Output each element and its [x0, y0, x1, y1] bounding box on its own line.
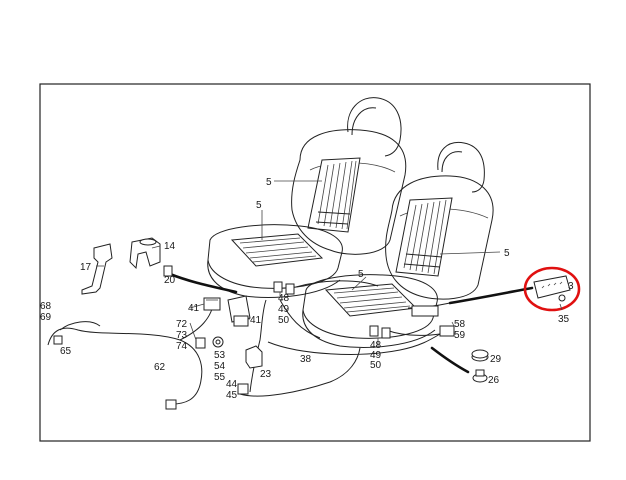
- callout-49b: 49: [370, 350, 382, 361]
- callout-35: 35: [558, 314, 570, 325]
- callout-58: 58: [454, 319, 466, 330]
- connector-44-45: [237, 383, 249, 395]
- callout-49a: 49: [278, 304, 290, 315]
- diagram-frame: [39, 83, 591, 442]
- highlight-circle: [523, 266, 581, 312]
- callout-38: 38: [300, 354, 312, 365]
- callout-14: 14: [164, 241, 176, 252]
- callout-44: 44: [226, 379, 238, 390]
- callout-17: 17: [80, 262, 92, 273]
- callout-73: 73: [176, 330, 188, 341]
- connector-62: [165, 399, 177, 410]
- plug-20: [163, 265, 173, 277]
- leader-lines: [96, 180, 563, 359]
- backrest-heater-right: [395, 197, 453, 277]
- right-seat: [302, 141, 494, 348]
- callout-65: 65: [60, 346, 72, 357]
- callout-41a: 41: [188, 303, 200, 314]
- callout-41b: 41: [250, 315, 262, 326]
- callout-5a: 5: [266, 177, 272, 188]
- part-29: [471, 349, 489, 362]
- switch-3: [533, 275, 571, 302]
- connector-seat-right: [411, 305, 439, 317]
- cushion-heater-right: [324, 283, 418, 317]
- callout-5d: 5: [504, 248, 510, 259]
- connector-72-74: [195, 337, 206, 349]
- callout-69: 69: [40, 312, 52, 323]
- callout-labels: 5 5 5 5 14 17 20 68 69 65 41 41 48 49 50…: [40, 177, 574, 401]
- backrest-heater-left: [307, 157, 361, 233]
- callout-5c: 5: [358, 269, 364, 280]
- callout-29: 29: [490, 354, 502, 365]
- callout-45: 45: [226, 390, 238, 401]
- callout-48b: 48: [370, 340, 382, 351]
- callout-53: 53: [214, 350, 226, 361]
- callout-74: 74: [176, 341, 188, 352]
- bracket-14: [129, 237, 161, 270]
- connector-53-55: [212, 336, 224, 348]
- callout-72: 72: [176, 319, 188, 330]
- callout-54: 54: [214, 361, 226, 372]
- wiring-harness: [47, 272, 534, 405]
- connector-48-50-left: [273, 281, 295, 295]
- callout-26: 26: [488, 375, 500, 386]
- connector-41-upper: [203, 297, 221, 311]
- callout-68: 68: [40, 301, 52, 312]
- callout-55: 55: [214, 372, 226, 383]
- connector-58-59: [439, 325, 455, 337]
- callout-20: 20: [164, 275, 176, 286]
- callout-50b: 50: [370, 360, 382, 371]
- callout-5b: 5: [256, 200, 262, 211]
- callout-59: 59: [454, 330, 466, 341]
- bracket-17: [81, 243, 113, 295]
- callout-50a: 50: [278, 315, 290, 326]
- module-23: [245, 345, 263, 369]
- relay-bracket: [227, 295, 251, 327]
- callout-23: 23: [260, 369, 272, 380]
- callout-3: 3: [568, 281, 574, 292]
- cushion-heater-left: [230, 233, 324, 267]
- left-seat: [207, 97, 407, 298]
- callout-48a: 48: [278, 293, 290, 304]
- connector-65: [53, 335, 63, 345]
- connector-48-50-right: [369, 325, 391, 339]
- part-26: [472, 369, 488, 383]
- callout-62: 62: [154, 362, 166, 373]
